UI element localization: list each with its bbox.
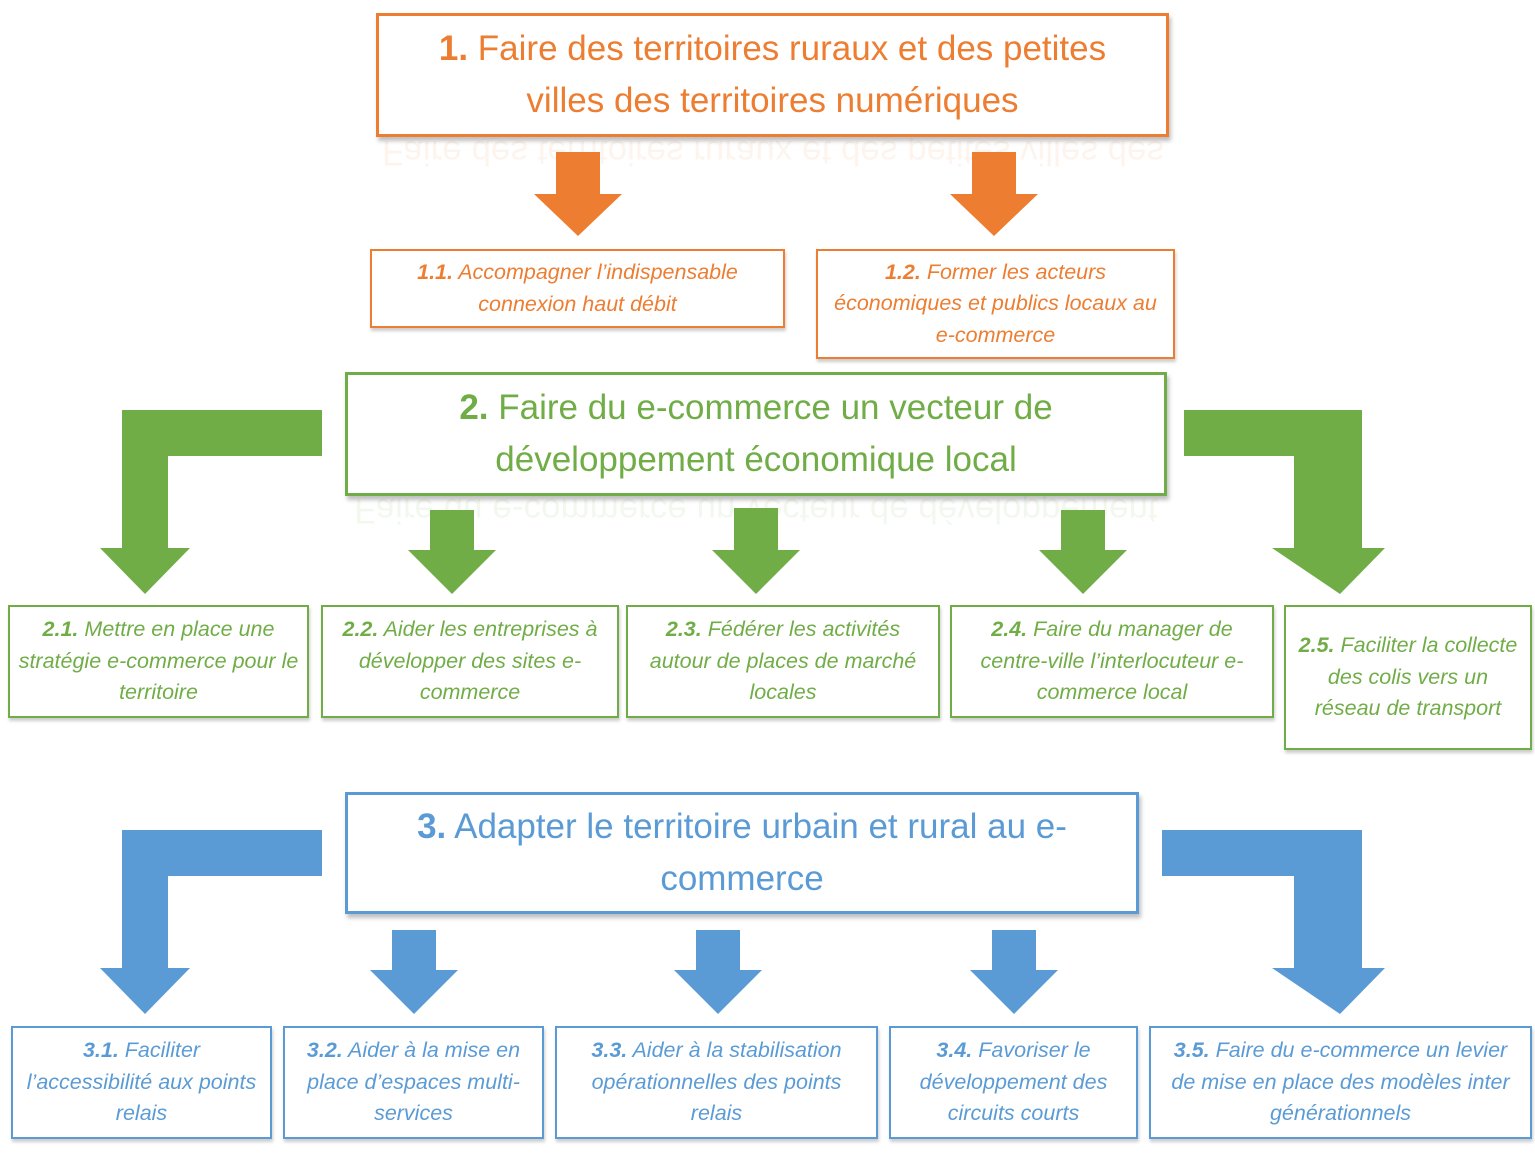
action-3-5-text: Faire du e-commerce un levier de mise en… [1171,1038,1510,1126]
arrow-2-to-2-3 [712,508,800,594]
action-1-2-text: Former les acteurs économiques et public… [834,259,1157,347]
action-1-2-box: 1.2. Former les acteurs économiques et p… [816,249,1175,359]
action-2-1-text: Mettre en place une stratégie e-commerce… [18,617,299,705]
action-2-3-box: 2.3. Fédérer les activités autour de pla… [626,605,940,718]
action-3-2-number: 3.2. [306,1038,343,1063]
action-3-3-box: 3.3. Aider à la stabilisation opérationn… [555,1026,878,1139]
goal-2-number: 2. [459,388,489,427]
goal-3-text: Adapter le territoire urbain et rural au… [454,807,1067,898]
arrow-3-to-3-3 [674,930,762,1014]
arrow-2-to-2-2 [408,510,496,594]
action-3-5-number: 3.5. [1173,1038,1210,1063]
goal-1-text: Faire des territoires ruraux et des peti… [477,29,1107,120]
action-1-1-text: Accompagner l’indispensable connexion ha… [458,260,738,316]
action-2-5-box: 2.5. Faciliter la collecte des colis ver… [1284,605,1532,750]
action-2-1-box: 2.1. Mettre en place une stratégie e-com… [8,605,309,718]
action-3-3-text: Aider à la stabilisation opérationnelles… [591,1038,842,1126]
action-2-4-number: 2.4. [991,617,1028,642]
action-2-4-text: Faire du manager de centre-ville l’inter… [980,617,1244,705]
action-2-5-number: 2.5. [1298,633,1335,658]
arrow-3-to-3-4 [970,930,1058,1014]
action-1-1-box: 1.1. Accompagner l’indispensable connexi… [370,249,785,328]
action-2-3-text: Fédérer les activités autour de places d… [649,617,917,705]
action-2-2-text: Aider les entreprises à développer des s… [358,617,598,705]
arrow-3-to-3-2 [370,930,458,1014]
action-3-1-number: 3.1. [82,1038,119,1063]
action-2-1-number: 2.1. [42,617,79,642]
action-3-2-text: Aider à la mise en place d’espaces multi… [307,1038,521,1126]
action-2-4-box: 2.4. Faire du manager de centre-ville l’… [950,605,1274,718]
goal-2-text: Faire du e-commerce un vecteur de dévelo… [495,388,1053,479]
arrow-3-to-3-5 [1162,830,1385,1014]
goal-3-box: 3. Adapter le territoire urbain et rural… [345,792,1139,914]
action-3-1-text: Faciliter l’accessibilité aux points rel… [26,1038,257,1126]
action-1-1-number: 1.1. [417,260,453,284]
goal-3-number: 3. [417,807,447,846]
action-3-4-text: Favoriser le développement des circuits … [919,1038,1108,1126]
goal-1-box: 1. Faire des territoires ruraux et des p… [376,13,1169,137]
action-3-5-box: 3.5. Faire du e-commerce un levier de mi… [1149,1026,1532,1139]
goal-2-box: 2. Faire du e-commerce un vecteur de dév… [345,372,1167,496]
action-2-2-number: 2.2. [342,617,379,642]
action-3-1-box: 3.1. Faciliter l’accessibilité aux point… [11,1026,272,1139]
action-2-3-number: 2.3. [665,617,702,642]
action-1-2-number: 1.2. [884,259,921,284]
action-3-4-number: 3.4. [936,1038,973,1063]
arrow-2-to-2-5 [1184,410,1385,594]
arrow-1-to-1-2 [950,152,1038,236]
arrow-3-to-3-1 [100,830,322,1014]
action-3-4-box: 3.4. Favoriser le développement des circ… [889,1026,1138,1139]
action-3-3-number: 3.3. [591,1038,628,1063]
arrow-2-to-2-4 [1039,510,1127,594]
goal-1-label: 1. Faire des territoires ruraux et des p… [399,23,1146,127]
arrow-1-to-1-1 [534,152,622,236]
arrow-2-to-2-1 [100,410,322,594]
action-2-5-text: Faciliter la collecte des colis vers un … [1314,633,1518,721]
action-2-2-box: 2.2. Aider les entreprises à développer … [321,605,619,718]
goal-1-number: 1. [438,29,469,68]
action-3-2-box: 3.2. Aider à la mise en place d’espaces … [283,1026,544,1139]
